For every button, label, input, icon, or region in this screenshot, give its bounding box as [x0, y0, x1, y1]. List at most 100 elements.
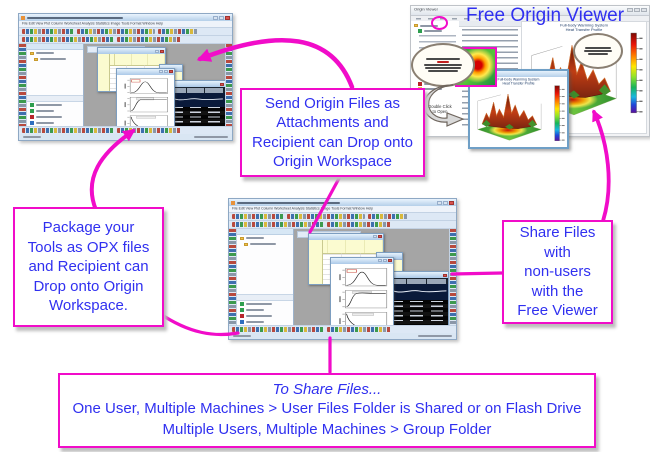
text-line — [425, 67, 461, 69]
toolbar-row — [19, 36, 232, 44]
matrix-icon — [240, 320, 244, 324]
plot-title-line1: Full-body Warming System — [560, 23, 608, 28]
minimize-icon — [213, 15, 218, 20]
list-header — [27, 95, 83, 102]
text-line — [588, 53, 608, 55]
toolbar-row — [229, 213, 456, 221]
folder-icon — [414, 24, 418, 27]
left-toolbar — [229, 229, 237, 325]
menu-bar: File Edit View Plot Column Worksheet Ana… — [229, 206, 456, 213]
text-line — [36, 52, 54, 54]
child-title-bar — [159, 64, 183, 71]
text-line — [584, 50, 612, 52]
text-line — [426, 58, 460, 60]
table-rows — [384, 300, 449, 325]
toolbar-bottom — [19, 126, 232, 134]
icon-strip — [327, 222, 391, 227]
panel-header — [27, 44, 83, 50]
text-line — [36, 122, 54, 124]
tree-item — [237, 241, 293, 247]
text-line — [36, 110, 54, 112]
book-icon — [30, 109, 34, 113]
viewer-body: Full-body Warming System Heat Transfer P… — [411, 16, 649, 149]
text-line — [250, 243, 276, 245]
package-tools-text: Package your Tools as OPX files and Reci… — [27, 219, 150, 315]
share-files-text: Share Files with non-users with the Free… — [517, 224, 598, 320]
text-line — [428, 70, 458, 72]
tree-item — [411, 28, 459, 33]
text-line — [424, 64, 462, 66]
title-bar: Origin Viewer — [411, 6, 649, 16]
text-line — [246, 309, 264, 311]
tree-item — [27, 56, 83, 62]
table-column-headers — [166, 87, 225, 94]
sparkline-row — [166, 93, 225, 107]
plot-title: Full-body Warming System Heat Transfer P… — [522, 23, 646, 32]
minimize-icon — [437, 200, 442, 205]
folder-icon — [30, 51, 34, 55]
table-column — [189, 107, 202, 126]
toolbar-bottom — [229, 325, 456, 333]
close-icon — [378, 235, 383, 239]
icon-strip — [22, 37, 114, 42]
icon-strip — [158, 29, 198, 34]
send-files-box: Send Origin Files as Attachments and Rec… — [240, 88, 425, 177]
project-explorer-panel — [27, 44, 84, 126]
workspace — [84, 44, 225, 126]
text-line — [424, 87, 442, 90]
close-icon — [219, 82, 224, 86]
icon-strip — [232, 327, 324, 332]
graph-panels — [117, 74, 174, 126]
share-files-box: Share Files with non-users with the Free… — [502, 220, 613, 324]
callout-bubble — [573, 33, 623, 69]
right-toolbar — [225, 44, 232, 126]
list-header — [459, 21, 521, 27]
child-title-bar — [330, 257, 393, 264]
text-line — [246, 315, 272, 317]
graph-window — [116, 67, 175, 126]
window-body — [229, 229, 456, 325]
toolbar-row — [19, 28, 232, 36]
list-item — [27, 108, 83, 114]
text-line — [418, 335, 452, 337]
graph-window — [329, 256, 394, 325]
plot-title-line2: Heat Transfer Profile — [565, 27, 603, 33]
maximize-icon — [219, 15, 224, 20]
close-icon — [641, 8, 647, 12]
window-title-marks — [237, 201, 340, 204]
text-line — [23, 136, 41, 138]
arrow-package-to-desktop — [89, 129, 136, 212]
to-share-lines: One User, Multiple Machines > User Files… — [72, 400, 582, 438]
surface-plot — [472, 86, 544, 143]
book-icon — [30, 103, 34, 107]
icon-strip — [368, 214, 408, 219]
window-body — [19, 44, 232, 126]
icon-strip — [77, 29, 155, 34]
graph-panels — [330, 263, 393, 325]
text-line — [437, 61, 449, 63]
double-click-arrow: Double Click to Open — [423, 84, 465, 127]
child-title-bar — [384, 272, 449, 279]
status-bar — [229, 333, 456, 339]
close-icon — [449, 200, 454, 205]
menu-items: File Edit View Plot Column Worksheet Ana… — [22, 22, 164, 26]
folder-icon — [240, 236, 244, 240]
toolbar-row — [229, 221, 456, 229]
status-bar — [19, 134, 232, 140]
child-title-bar — [470, 71, 567, 77]
sparkline-row — [384, 284, 449, 301]
panel-header — [237, 229, 293, 235]
child-title-bar — [117, 68, 174, 75]
close-icon — [168, 70, 173, 74]
text-line — [246, 321, 264, 323]
arrow-label-line2: to Open — [433, 109, 449, 114]
child-title-bar — [308, 233, 384, 240]
arrow-label-line1: Double Click — [428, 104, 452, 109]
window-controls — [437, 200, 454, 205]
zoom-highlight-circle — [431, 16, 448, 30]
project-explorer-panel — [237, 229, 294, 325]
table-rows — [166, 106, 225, 126]
graph-icon — [240, 314, 244, 318]
text-line — [36, 104, 62, 106]
